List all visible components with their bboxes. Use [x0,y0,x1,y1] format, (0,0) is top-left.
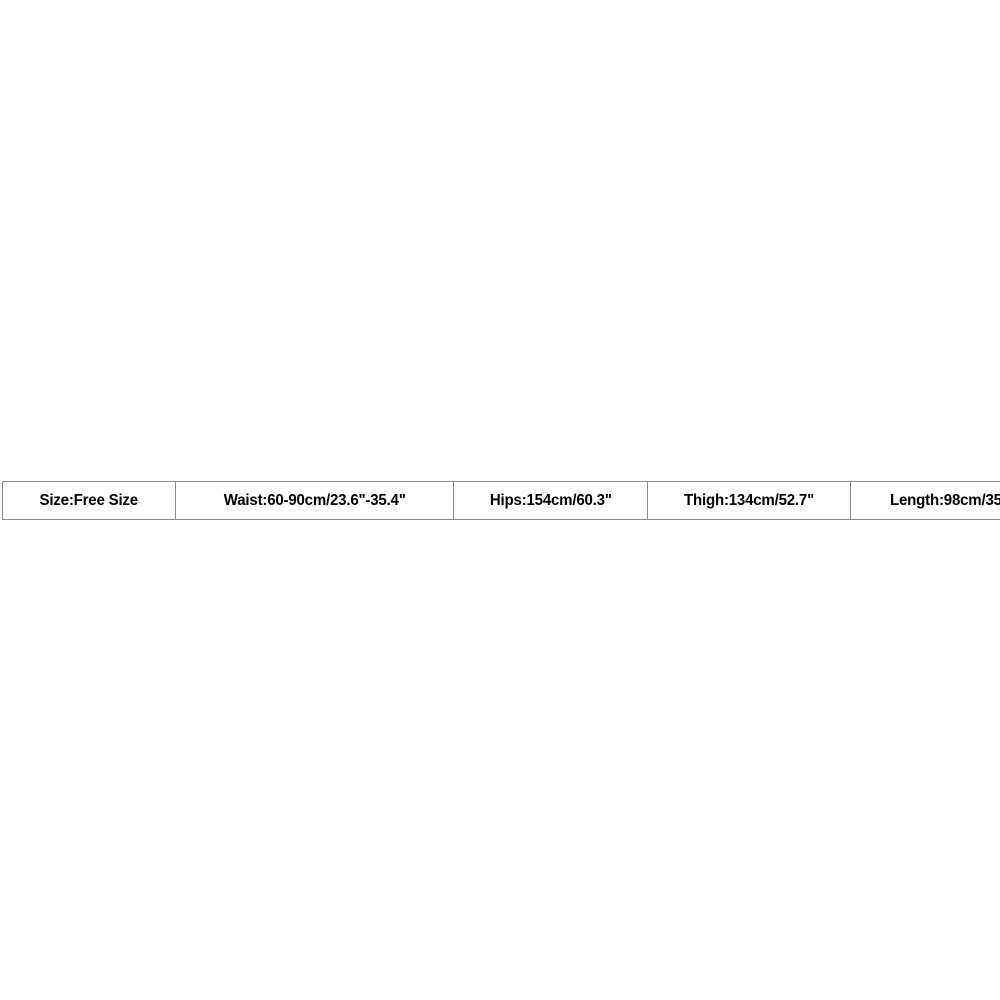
size-chart-cell-thigh: Thigh:134cm/52.7" [647,481,851,520]
table-row: Size:Free Size Waist:60-90cm/23.6"-35.4"… [2,481,1000,520]
size-chart-cell-size-label: Size:Free Size [39,491,139,509]
size-chart-cell-size: Size:Free Size [2,481,176,520]
size-chart-cell-waist: Waist:60-90cm/23.6"-35.4" [175,481,454,520]
size-chart-cell-length-label: Length:98cm/35.6" [890,491,1000,509]
size-chart-table: Size:Free Size Waist:60-90cm/23.6"-35.4"… [2,481,1000,520]
size-chart-cell-waist-label: Waist:60-90cm/23.6"-35.4" [223,491,406,509]
size-chart-cell-thigh-label: Thigh:134cm/52.7" [683,491,815,509]
size-chart-cell-length: Length:98cm/35.6" [850,481,1000,520]
size-chart-cell-hips-label: Hips:154cm/60.3" [489,491,612,509]
size-chart-cell-hips: Hips:154cm/60.3" [453,481,648,520]
